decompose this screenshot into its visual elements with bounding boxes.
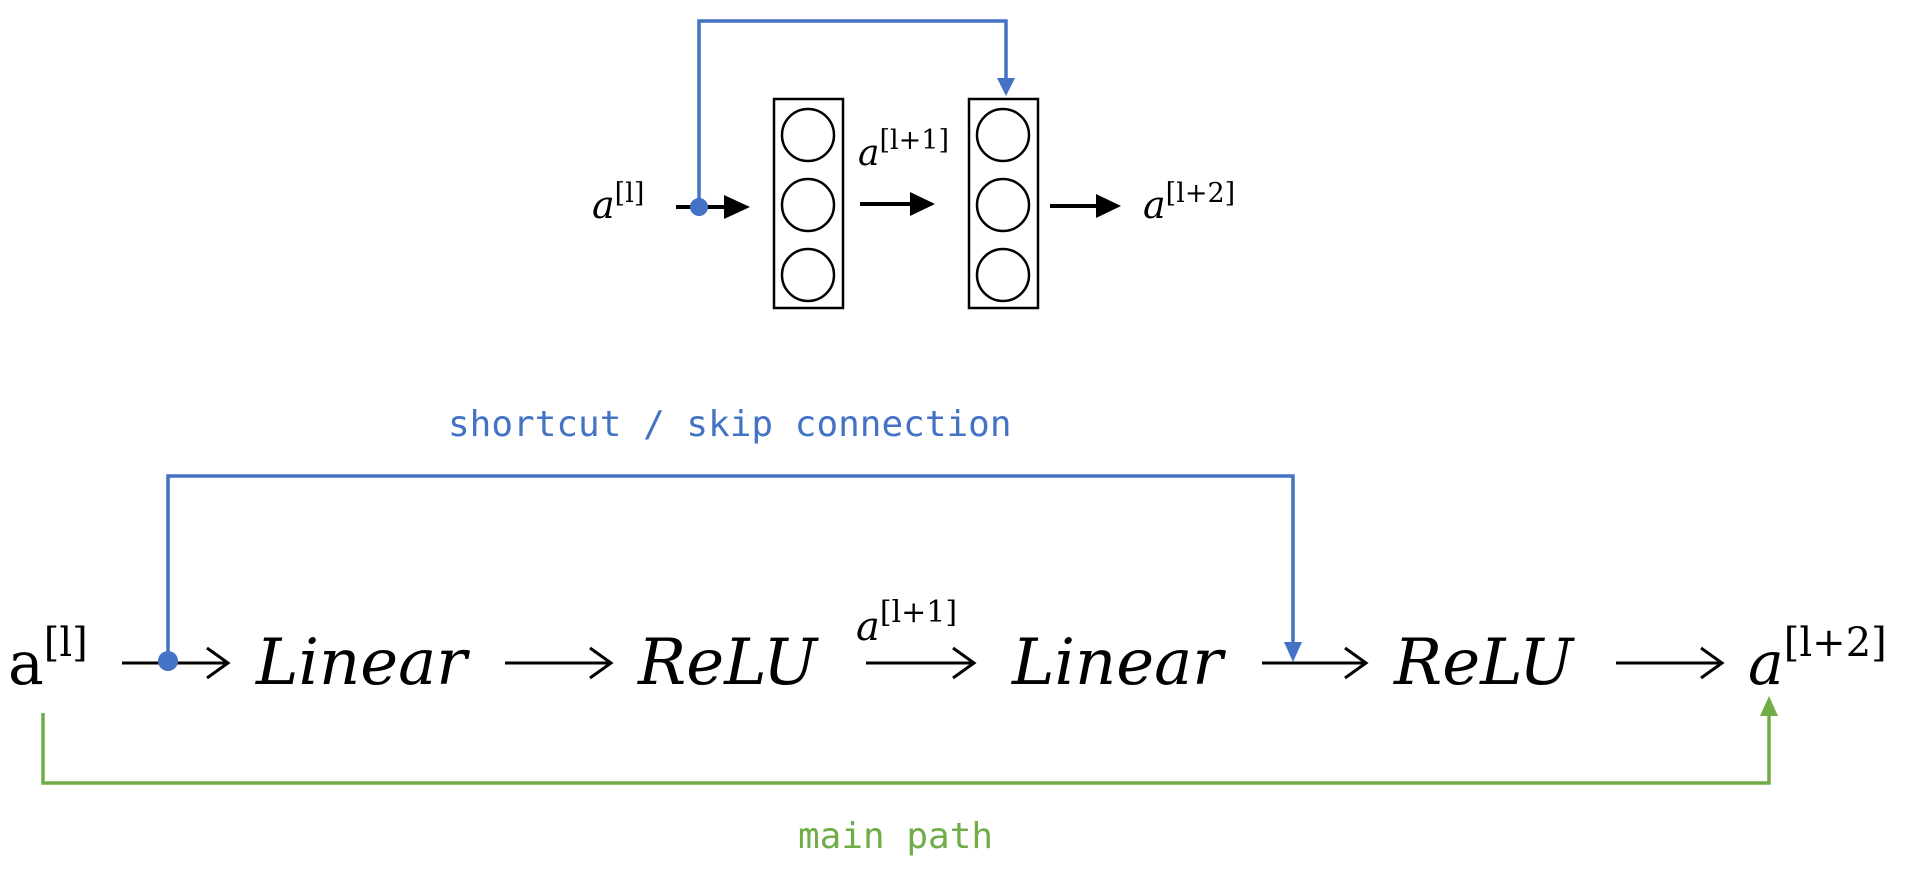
- neuron: [975, 107, 1031, 163]
- top-input-base: a: [592, 183, 615, 227]
- bottom-hidden-base: a: [856, 604, 880, 650]
- top-output-arrow: [1050, 194, 1121, 218]
- top-hidden-base: a: [858, 133, 879, 174]
- bottom-equation-diagram: shortcut / skip connection a[l] Linear: [8, 404, 1887, 857]
- top-skip-origin-dot: [690, 198, 708, 216]
- bottom-hidden-sup: [l+1]: [880, 595, 957, 630]
- neuron: [975, 247, 1031, 303]
- neuron: [780, 177, 836, 233]
- top-residual-block-diagram: a[l] a[l+1]: [592, 19, 1235, 310]
- top-hidden-label: a[l+1]: [858, 125, 949, 174]
- bottom-skip-connection: [158, 474, 1302, 671]
- top-skip-connection: [690, 19, 1015, 216]
- bottom-input-base: a: [8, 629, 44, 699]
- top-input-arrow: [676, 195, 750, 219]
- step-linear-2: Linear: [1011, 626, 1226, 700]
- neuron: [780, 107, 836, 163]
- neuron: [780, 247, 836, 303]
- bottom-hidden-label: a[l+1]: [856, 595, 957, 650]
- main-path-label: main path: [798, 816, 993, 857]
- bottom-arrow-5: [1616, 646, 1725, 680]
- bottom-output-label: a[l+2]: [1748, 620, 1887, 699]
- neuron: [975, 177, 1031, 233]
- top-middle-arrow: [860, 192, 935, 216]
- bottom-input-sup: [l]: [44, 620, 88, 666]
- bottom-skip-origin-dot: [158, 651, 178, 671]
- bottom-arrow-2: [505, 646, 614, 680]
- bottom-output-sup: [l+2]: [1784, 620, 1887, 666]
- top-layer-1: [772, 97, 845, 310]
- bottom-input-label: a[l]: [8, 620, 88, 699]
- top-hidden-sup: [l+1]: [879, 125, 949, 156]
- bottom-arrow-3: [866, 646, 977, 680]
- top-input-label: a[l]: [592, 178, 644, 227]
- step-linear-1: Linear: [255, 626, 470, 700]
- main-path-connection: [41, 696, 1778, 785]
- step-relu-2: ReLU: [1393, 626, 1575, 700]
- top-layer-2: [967, 97, 1040, 310]
- step-relu-1: ReLU: [637, 626, 819, 700]
- top-output-sup: [l+2]: [1166, 178, 1236, 209]
- skip-connection-label: shortcut / skip connection: [448, 404, 1012, 445]
- top-input-sup: [l]: [615, 178, 645, 209]
- bottom-arrow-4: [1262, 646, 1369, 680]
- top-output-base: a: [1143, 183, 1166, 227]
- top-output-label: a[l+2]: [1143, 178, 1235, 227]
- bottom-output-base: a: [1748, 629, 1784, 699]
